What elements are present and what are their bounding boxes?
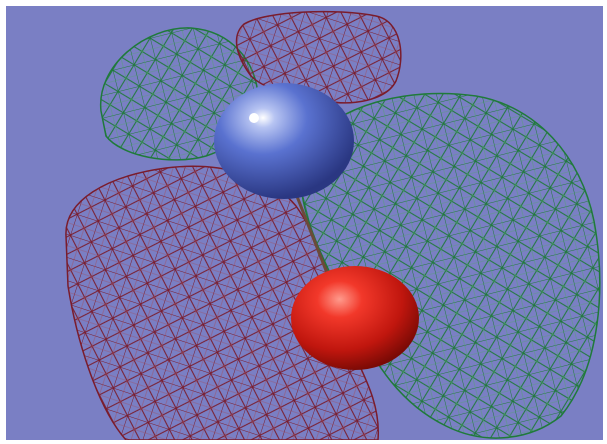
oxygen-atom bbox=[291, 266, 419, 370]
nitrogen-atom bbox=[214, 83, 354, 199]
molecular-orbital-render bbox=[6, 6, 603, 440]
molecular-orbital-viewport bbox=[6, 6, 603, 440]
specular-highlight bbox=[249, 113, 259, 123]
